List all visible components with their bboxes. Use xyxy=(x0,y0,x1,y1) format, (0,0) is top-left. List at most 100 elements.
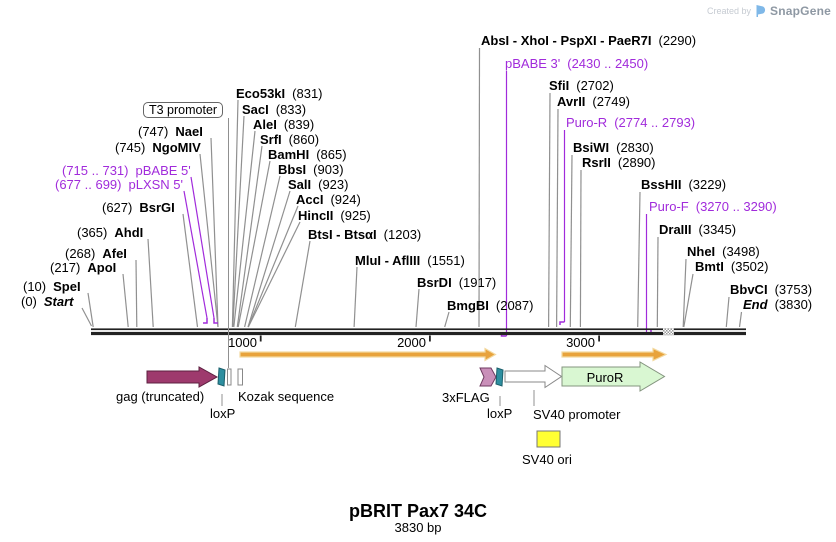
site-position: (747) xyxy=(138,124,169,139)
site-name: NaeI xyxy=(175,124,203,139)
gag-truncated-arrow[interactable] xyxy=(146,366,219,388)
site-label-BbvCI[interactable]: BbvCI(3753) xyxy=(730,283,812,296)
loxp-left-label[interactable]: loxP xyxy=(210,406,236,421)
site-position: (923) xyxy=(318,177,349,192)
site-label-pLXSN-5-[interactable]: (677 .. 699)pLXSN 5' xyxy=(55,178,183,191)
snapgene-logo xyxy=(756,5,766,17)
site-position: (365) xyxy=(77,225,108,240)
site-label-SalI[interactable]: SalI(923) xyxy=(288,178,348,191)
site-position: (3502) xyxy=(730,259,769,274)
kozak-sequence-box[interactable] xyxy=(237,368,243,386)
site-position: (925) xyxy=(340,208,371,223)
site-position: (217) xyxy=(50,260,81,275)
site-label-NaeI[interactable]: (747) NaeI xyxy=(138,125,203,138)
loxp-right-box[interactable] xyxy=(495,367,504,387)
site-label-pBABE-3-[interactable]: pBABE 3' (2430 .. 2450) xyxy=(505,57,648,70)
flag-3x-arrow[interactable] xyxy=(479,367,497,387)
site-position: (2890) xyxy=(617,155,656,170)
site-label-SrfI[interactable]: SrfI (860) xyxy=(260,133,319,146)
orf-arrow-left[interactable] xyxy=(239,347,497,362)
site-name: SfiI xyxy=(549,78,570,93)
site-name: pBABE 3' xyxy=(505,56,561,71)
site-label-NgoMIV[interactable]: (745)NgoMIV xyxy=(115,141,201,154)
connector-lines xyxy=(81,47,743,337)
loxp-left-box[interactable] xyxy=(217,367,226,387)
gag-truncated-label[interactable]: gag (truncated) xyxy=(116,389,205,404)
site-label-SfiI[interactable]: SfiI(2702) xyxy=(549,79,614,92)
sv40-promoter-label[interactable]: SV40 promoter xyxy=(533,407,621,422)
site-label-BsrGI[interactable]: (627) BsrGI xyxy=(102,201,175,214)
site-label-BamHI[interactable]: BamHI(865) xyxy=(268,148,347,161)
site-label-SacI[interactable]: SacI(833) xyxy=(242,103,306,116)
watermark-brand: SnapGene xyxy=(770,4,831,18)
site-position: (2430 .. 2450) xyxy=(567,56,649,71)
site-label-BbsI[interactable]: BbsI(903) xyxy=(278,163,344,176)
site-position: (2749) xyxy=(592,94,630,109)
sv40-ori-label[interactable]: SV40 ori xyxy=(522,452,572,467)
site-position: (860) xyxy=(288,132,320,147)
watermark: Created by SnapGene xyxy=(707,4,831,18)
site-name: ApoI xyxy=(87,260,117,275)
site-position: (1203) xyxy=(383,227,422,242)
puror-arrow[interactable] xyxy=(561,361,666,392)
ruler-tick-1000: 1000 xyxy=(228,335,257,350)
sv40-ori-box[interactable] xyxy=(536,430,561,448)
kozak-sequence-label[interactable]: Kozak sequence xyxy=(238,389,335,404)
orf-arrow-right[interactable] xyxy=(561,347,668,362)
site-name: BsrDI xyxy=(417,275,452,290)
flag-3x-label[interactable]: 3xFLAG xyxy=(442,390,490,405)
site-name: AccI xyxy=(296,192,324,207)
site-label-ApoI[interactable]: (217) ApoI xyxy=(50,261,116,274)
site-label-BtsI-Bts-I[interactable]: BtsI - BtsαI (1203) xyxy=(308,228,421,241)
site-name: BsrGI xyxy=(139,200,175,215)
site-label-MluI-AflIII[interactable]: MluI - AflIII(1551) xyxy=(355,254,465,267)
t3-promoter-box-glyph[interactable] xyxy=(227,368,232,386)
site-label-BsrDI[interactable]: BsrDI(1917) xyxy=(417,276,496,289)
site-position: (2774 .. 2793) xyxy=(614,115,696,130)
watermark-created-by: Created by xyxy=(707,6,752,16)
t3-promoter-label[interactable]: T3 promoter xyxy=(143,102,224,118)
site-label-AleI[interactable]: AleI(839) xyxy=(253,118,314,131)
site-name: BtsI - BtsαI xyxy=(308,227,377,242)
site-label-Puro-F[interactable]: Puro-F(3270 .. 3290) xyxy=(649,200,777,213)
site-label-pBABE-5-[interactable]: (715 .. 731)pBABE 5' xyxy=(62,164,191,177)
site-label-End[interactable]: End(3830) xyxy=(743,298,812,311)
site-name: BsiWI xyxy=(573,140,610,155)
puror-label[interactable]: PuroR xyxy=(586,370,624,385)
site-position: (677 .. 699) xyxy=(55,177,122,192)
site-label-HincII[interactable]: HincII(925) xyxy=(298,209,371,222)
site-label-RsrII[interactable]: RsrII(2890) xyxy=(582,156,655,169)
site-label-SpeI[interactable]: (10)SpeI xyxy=(23,280,81,293)
site-label-AfeI[interactable]: (268)AfeI xyxy=(65,247,127,260)
site-label-BmtI[interactable]: BmtI(3502) xyxy=(695,260,768,273)
site-label-BsiWI[interactable]: BsiWI(2830) xyxy=(573,141,654,154)
sequence-ruler xyxy=(91,328,746,342)
loxp-right-label[interactable]: loxP xyxy=(487,406,513,421)
site-label-Puro-R[interactable]: Puro-R(2774 .. 2793) xyxy=(566,116,695,129)
site-position: (3270 .. 3290) xyxy=(695,199,777,214)
site-label-BssHII[interactable]: BssHII(3229) xyxy=(641,178,726,191)
site-position: (3229) xyxy=(688,177,727,192)
site-name: BbvCI xyxy=(730,282,768,297)
site-name: BamHI xyxy=(268,147,310,162)
site-position: (0) xyxy=(21,294,37,309)
site-label-DraIII[interactable]: DraIII(3345) xyxy=(659,223,736,236)
site-label-AhdI[interactable]: (365) AhdI xyxy=(77,226,143,239)
site-label-AvrII[interactable]: AvrII(2749) xyxy=(557,95,630,108)
site-label-NheI[interactable]: NheI(3498) xyxy=(687,245,760,258)
site-label-Start[interactable]: (0)Start xyxy=(21,295,74,308)
site-label-BmgBI[interactable]: BmgBI(2087) xyxy=(447,299,533,312)
site-name: SrfI xyxy=(260,132,282,147)
sv40-promoter-arrow[interactable] xyxy=(504,364,563,389)
site-position: (627) xyxy=(102,200,133,215)
site-label-AccI[interactable]: AccI(924) xyxy=(296,193,361,206)
site-name: AhdI xyxy=(114,225,144,240)
site-name: NheI xyxy=(687,244,716,259)
site-label-Eco53kI[interactable]: Eco53kI(831) xyxy=(236,87,323,100)
site-name: AfeI xyxy=(102,246,127,261)
site-name: AleI xyxy=(253,117,277,132)
site-label-AbsI-XhoI-PspXI-PaeR7I[interactable]: AbsI - XhoI - PspXI - PaeR7I(2290) xyxy=(481,34,696,47)
plasmid-length: 3830 bp xyxy=(394,520,442,535)
site-name: End xyxy=(743,297,768,312)
